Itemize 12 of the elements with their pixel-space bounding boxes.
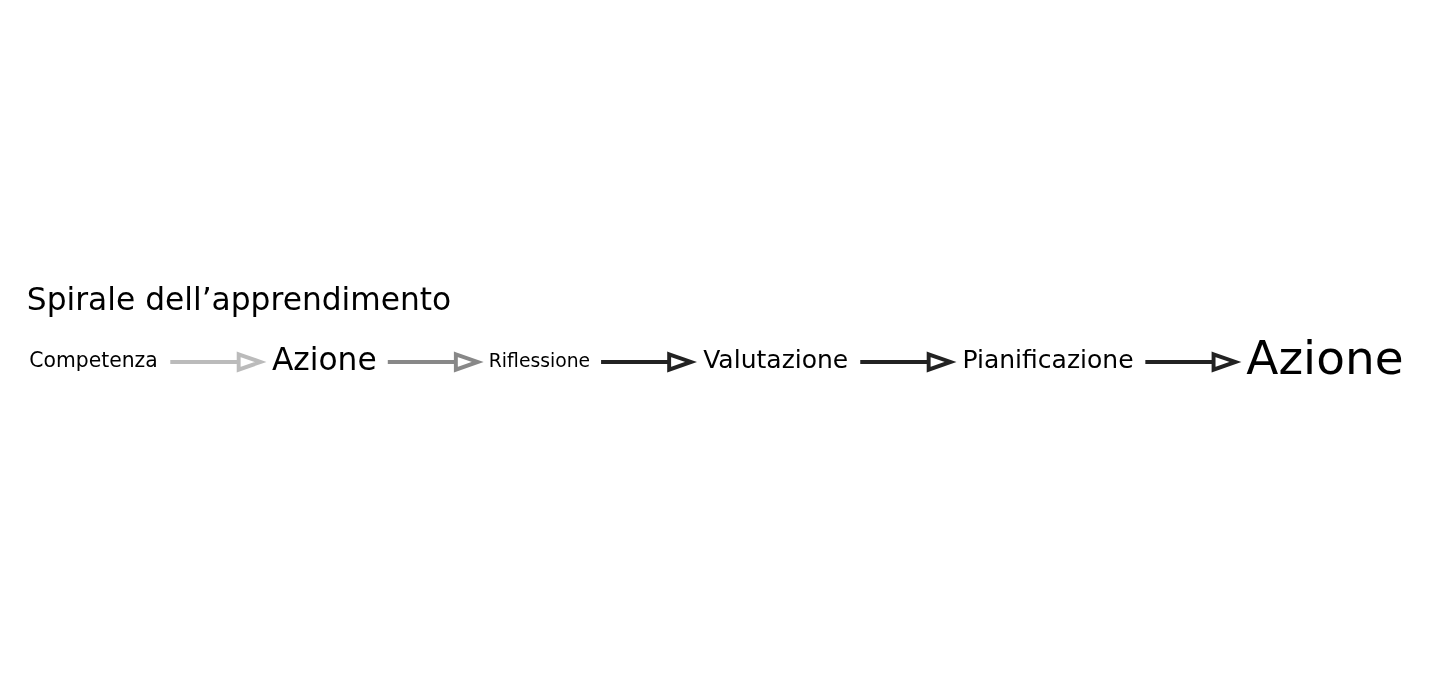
arrow <box>601 351 697 373</box>
diagram-title: Spirale dell’apprendimento <box>26 280 452 317</box>
node-text: Pianificazione <box>962 344 1134 374</box>
arrow <box>1145 351 1242 373</box>
node-text: Valutazione <box>703 344 849 374</box>
node-text: Competenza <box>29 348 158 373</box>
node-text: Azione <box>1246 329 1404 385</box>
arrow <box>860 351 957 373</box>
node-text: Riflessione <box>488 349 591 371</box>
node-text: Azione <box>271 340 377 377</box>
arrow <box>387 351 484 373</box>
arrow <box>170 351 267 373</box>
